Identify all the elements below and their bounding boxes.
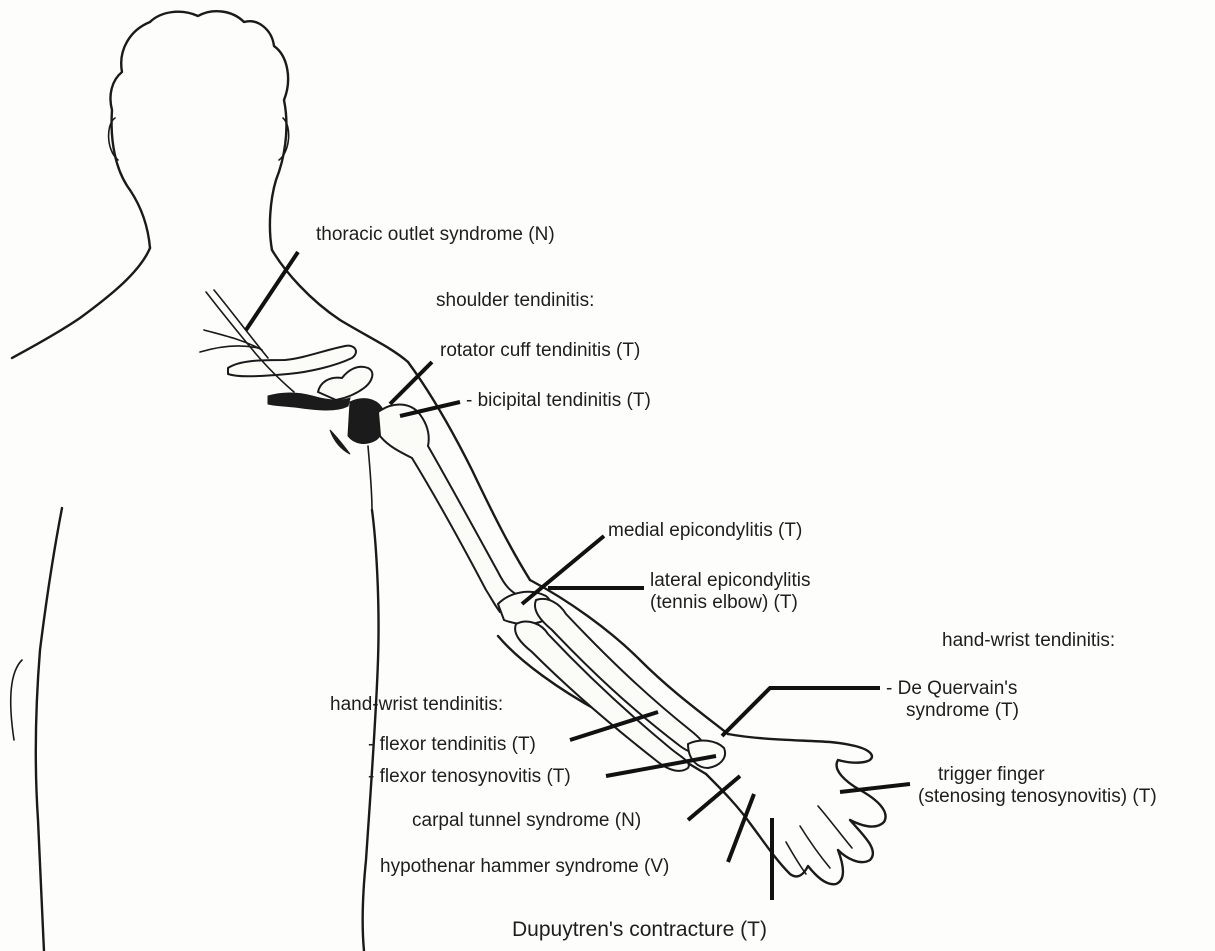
armpit xyxy=(368,446,372,510)
ulna xyxy=(515,622,689,771)
label-flexor-tendinitis: - flexor tendinitis (T) xyxy=(368,734,536,756)
label-bicipital: - bicipital tendinitis (T) xyxy=(466,390,651,412)
leader-rotator-cuff xyxy=(390,362,432,404)
label-shoulder-header: shoulder tendinitis: xyxy=(436,290,594,312)
label-lateral-epicondylitis-line2: (tennis elbow) (T) xyxy=(650,592,811,614)
leader-thoracic-outlet xyxy=(246,252,298,330)
torso-left-side xyxy=(36,508,62,951)
wrist-bones xyxy=(688,741,725,768)
label-flexor-tenosynovitis: - flexor tenosynovitis (T) xyxy=(368,766,571,788)
label-thoracic-outlet: thoracic outlet syndrome (N) xyxy=(316,224,555,246)
label-de-quervain: - De Quervain's syndrome (T) xyxy=(886,678,1019,722)
finger-crease-2 xyxy=(800,826,830,868)
label-trigger-finger-line1: trigger finger xyxy=(938,764,1157,786)
label-rotator-cuff: rotator cuff tendinitis (T) xyxy=(440,340,640,362)
acromion xyxy=(318,367,372,400)
label-trigger-finger: trigger finger (stenosing tenosynovitis)… xyxy=(918,764,1157,808)
finger-crease-3 xyxy=(786,842,806,874)
label-carpal-tunnel: carpal tunnel syndrome (N) xyxy=(412,810,641,832)
leader-de-quervain xyxy=(722,688,880,736)
leader-hypothenar-hammer xyxy=(728,794,754,862)
label-medial-epicondylitis: medial epicondylitis (T) xyxy=(608,520,802,542)
label-de-quervain-line2: syndrome (T) xyxy=(906,700,1019,722)
leader-medial-epicondylitis xyxy=(522,536,604,604)
label-hand-wrist-left-header: hand-wrist tendinitis: xyxy=(330,694,503,716)
ear-right xyxy=(279,118,289,160)
finger-crease-1 xyxy=(818,806,852,848)
label-hand-wrist-right-header: hand-wrist tendinitis: xyxy=(942,630,1115,652)
label-lateral-epicondylitis: lateral epicondylitis (tennis elbow) (T) xyxy=(650,570,811,614)
shoulder-outline xyxy=(272,250,408,362)
hand-outline xyxy=(706,734,886,884)
label-de-quervain-line1: - De Quervain's xyxy=(886,678,1019,700)
label-lateral-epicondylitis-line1: lateral epicondylitis xyxy=(650,570,811,592)
head-outline xyxy=(110,11,288,250)
arm-upper-inner xyxy=(363,510,379,951)
label-dupuytren: Dupuytren's contracture (T) xyxy=(512,918,767,942)
clavicle xyxy=(228,346,356,377)
torso-left-outline xyxy=(12,248,150,358)
humerus xyxy=(378,405,520,613)
nerve-plexus-3 xyxy=(200,346,258,352)
label-trigger-finger-line2: (stenosing tenosynovitis) (T) xyxy=(918,786,1157,808)
torso-left-inner xyxy=(11,660,22,740)
label-hypothenar-hammer: hypothenar hammer syndrome (V) xyxy=(380,856,669,878)
shoulder-shadow xyxy=(330,430,350,454)
